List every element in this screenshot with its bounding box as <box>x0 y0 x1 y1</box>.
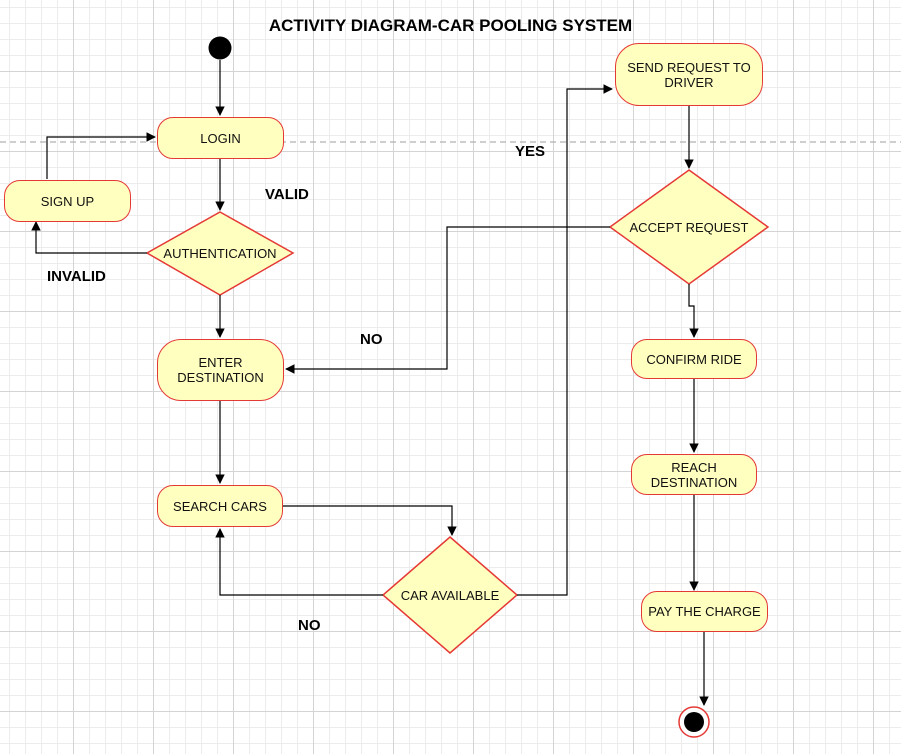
send-request-node: SEND REQUEST TO DRIVER <box>615 43 763 106</box>
diagram-title: ACTIVITY DIAGRAM-CAR POOLING SYSTEM <box>268 16 633 35</box>
valid-label: VALID <box>265 186 309 203</box>
accept-request-label: ACCEPT REQUEST <box>629 219 749 235</box>
edge-caravailable-no <box>215 528 383 596</box>
confirm-ride-node: CONFIRM RIDE <box>631 339 757 379</box>
no-accept-label: NO <box>360 331 383 348</box>
login-node: LOGIN <box>157 117 284 159</box>
car-available-diamond <box>381 536 519 654</box>
edge-caravailable-yes <box>517 84 613 596</box>
confirm-ride-label: CONFIRM RIDE <box>646 351 742 367</box>
sign-up-node: SIGN UP <box>4 180 131 222</box>
edge-search-caravailable <box>283 505 457 536</box>
start-node <box>208 36 232 60</box>
end-node-inner <box>684 712 704 732</box>
enter-destination-node: ENTER DESTINATION <box>157 339 284 401</box>
yes-label: YES <box>515 143 546 160</box>
invalid-label: INVALID <box>47 268 106 285</box>
reach-destination-node: REACH DESTINATION <box>631 454 757 495</box>
edge-signup-login <box>46 132 156 179</box>
sign-up-label: SIGN UP <box>40 193 95 209</box>
edge-accept-confirm <box>688 284 699 338</box>
edge-auth-signup <box>31 221 147 254</box>
pay-charge-label: PAY THE CHARGE <box>648 604 761 619</box>
search-cars-node: SEARCH CARS <box>157 485 283 527</box>
send-request-label: SEND REQUEST TO DRIVER <box>627 59 751 90</box>
edge-accept-no <box>285 226 610 374</box>
car-available-label: CAR AVAILABLE <box>400 587 500 603</box>
no-car-label: NO <box>298 617 321 634</box>
enter-destination-label: ENTER DESTINATION <box>177 355 264 385</box>
search-cars-label: SEARCH CARS <box>173 498 267 514</box>
pay-charge-node: PAY THE CHARGE <box>641 591 768 632</box>
reach-destination-label: REACH DESTINATION <box>650 459 738 490</box>
authentication-label: AUTHENTICATION <box>163 245 277 261</box>
login-label: LOGIN <box>200 130 241 146</box>
